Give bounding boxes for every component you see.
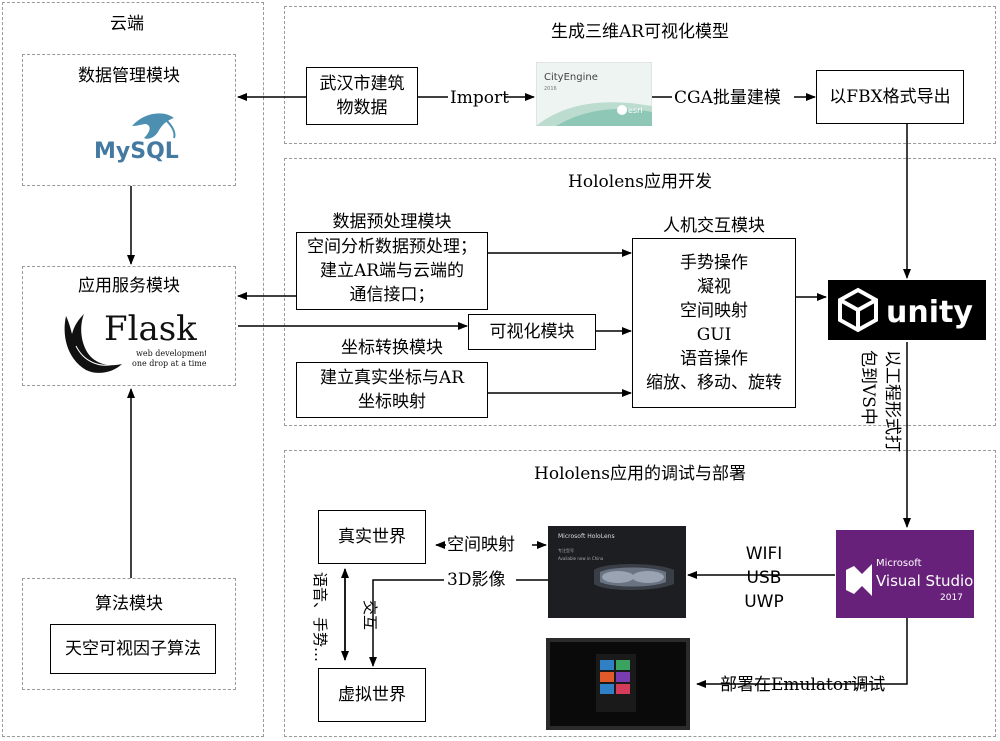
algorithm-panel <box>22 578 236 690</box>
generate-model-panel <box>284 6 996 144</box>
data-management-title: 数据管理模块 <box>78 66 180 86</box>
flask-logo-text: Flask <box>104 309 197 349</box>
visualization-module-box: 可视化模块 <box>468 314 596 350</box>
unity-logo: unity <box>828 280 986 340</box>
emulator-image <box>546 638 690 730</box>
deploy-panel <box>284 450 996 737</box>
coord-box: 建立真实坐标与AR 坐标映射 <box>296 362 488 418</box>
real-world-box: 真实世界 <box>318 510 426 564</box>
image-3d-label: 3D影像 <box>447 570 506 590</box>
fbx-export-box: 以FBX格式导出 <box>816 70 964 124</box>
preprocess-title: 数据预处理模块 <box>332 212 452 232</box>
interaction-label: 交互 <box>361 600 379 631</box>
mysql-logo-text: MySQL <box>94 139 179 164</box>
building-data-box: 武汉市建筑 物数据 <box>306 67 418 125</box>
hololens-image: Microsoft HoloLens 专注型号 Available now in… <box>548 526 686 618</box>
cityengine-text: CityEngine <box>544 72 598 83</box>
package-to-vs-label: 以工程形式打 包到VS中 <box>858 350 902 452</box>
sky-view-factor-box: 天空可视因子算法 <box>50 624 216 674</box>
unity-text: unity <box>886 295 973 330</box>
cga-label: CGA批量建模 <box>674 88 781 108</box>
vs-name-text: Visual Studio <box>876 572 973 590</box>
emulator-label: 部署在Emulator调试 <box>720 675 886 695</box>
hololens-sub2-text: Available now in China <box>558 556 604 561</box>
cityengine-logo: CityEngine 2016 esri <box>535 61 653 127</box>
hololens-brand-text: Microsoft HoloLens <box>558 533 615 540</box>
deploy-title: Hololens应用的调试与部署 <box>534 464 746 484</box>
vs-year-text: 2017 <box>940 593 963 603</box>
vs-brand-text: Microsoft <box>876 558 922 569</box>
cloud-title: 云端 <box>110 14 144 34</box>
wifi-label: WIFI <box>745 544 783 564</box>
usb-label: USB <box>746 568 782 588</box>
import-label: Import <box>450 88 509 108</box>
uwp-label: UWP <box>744 592 784 612</box>
flask-tagline-2: one drop at a time <box>132 359 206 368</box>
cityengine-version: 2016 <box>544 86 557 92</box>
flask-tagline-1: web development, <box>136 349 206 358</box>
data-management-panel <box>22 54 236 186</box>
app-service-panel <box>22 266 236 386</box>
hololens-dev-title: Hololens应用开发 <box>568 172 712 192</box>
flask-logo: Flask web development, one drop at a tim… <box>56 306 210 378</box>
spatial-mapping-label: 空间映射 <box>447 535 515 555</box>
generate-model-title: 生成三维AR可视化模型 <box>550 22 730 42</box>
cloud-panel <box>2 2 264 737</box>
hci-box: 手势操作 凝视 空间映射 GUI 语音操作 缩放、移动、旋转 <box>632 238 796 408</box>
voice-gesture-label: 语音、手势… <box>311 572 329 663</box>
mysql-logo: MySQL <box>92 108 192 168</box>
preprocess-box: 空间分析数据预处理； 建立AR端与云端的 通信接口； <box>296 232 488 310</box>
visual-studio-logo: Microsoft Visual Studio 2017 <box>836 530 974 618</box>
esri-text: esri <box>628 106 643 115</box>
virtual-world-box: 虚拟世界 <box>318 668 426 722</box>
hci-title: 人机交互模块 <box>663 216 765 236</box>
coord-title: 坐标转换模块 <box>341 338 443 358</box>
hololens-sub1-text: 专注型号 <box>558 547 574 553</box>
app-service-title: 应用服务模块 <box>78 276 180 296</box>
algorithm-title: 算法模块 <box>95 594 163 614</box>
hololens-dev-panel <box>284 158 996 426</box>
